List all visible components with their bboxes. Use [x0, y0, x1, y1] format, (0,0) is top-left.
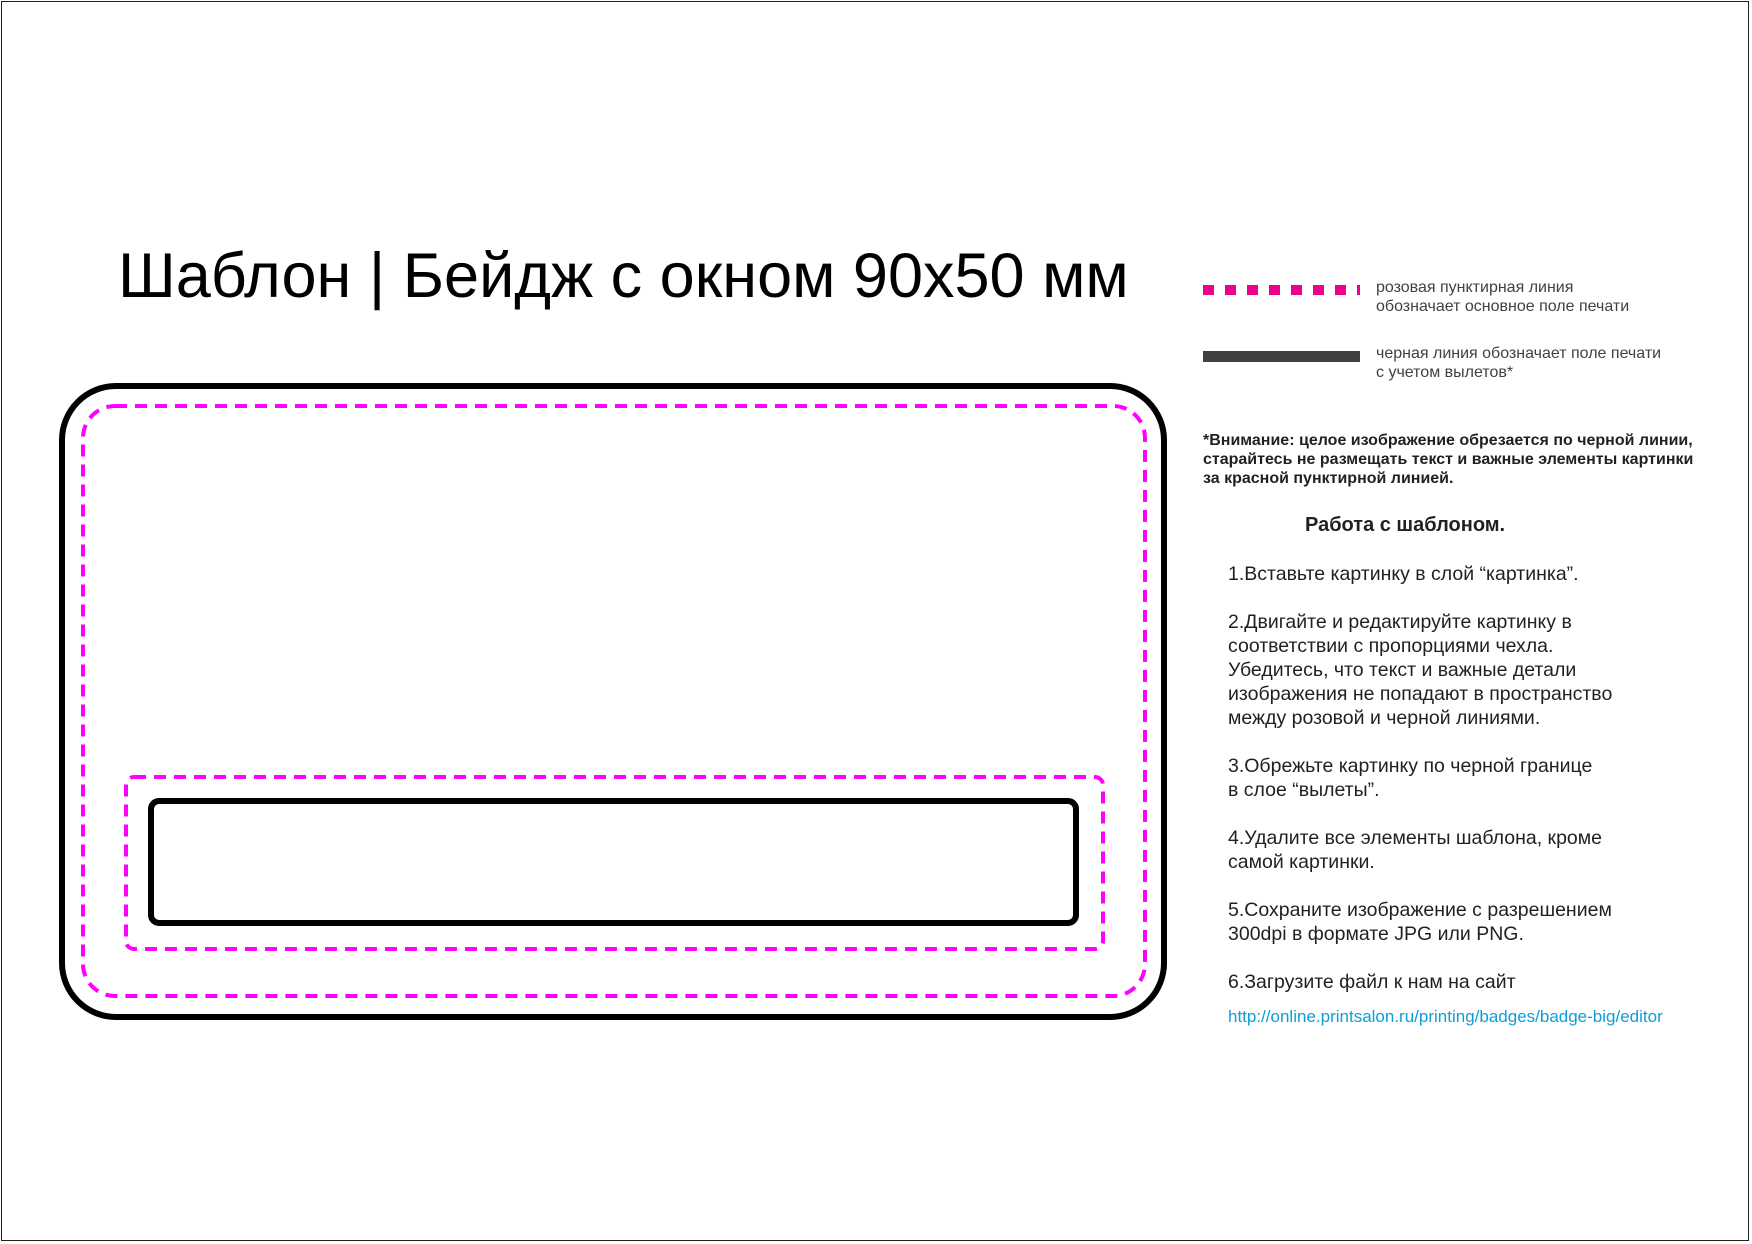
instruction-step: 2.Двигайте и редактируйте картинку в соо…	[1228, 611, 1613, 729]
instruction-step: 3.Обрежьте картинку по черной границе в …	[1228, 755, 1593, 801]
badge-bleed-outline	[59, 383, 1167, 1020]
instruction-step: 6.Загрузите файл к нам на сайт	[1228, 971, 1516, 993]
instructions-title: Работа с шаблоном.	[1305, 514, 1506, 536]
window-cut-outline	[148, 798, 1079, 926]
legend-black-line	[1203, 351, 1360, 362]
badge-print-area-outline	[81, 404, 1147, 998]
instruction-step: 5.Сохраните изображение с разрешением 30…	[1228, 899, 1612, 945]
legend-pink-description: розовая пунктирная линия обозначает осно…	[1376, 279, 1630, 315]
warning-note: *Внимание: целое изображение обрезается …	[1203, 432, 1694, 487]
legend-black-description: черная линия обозначает поле печати с уч…	[1376, 345, 1662, 381]
editor-link[interactable]: http://online.printsalon.ru/printing/bad…	[1228, 1007, 1663, 1026]
instructions-list: 1.Вставьте картинку в слой “картинка”. 2…	[1228, 562, 1698, 1018]
page-title: Шаблон | Бейдж с окном 90х50 мм	[118, 241, 1129, 311]
instruction-step: 4.Удалите все элементы шаблона, кроме са…	[1228, 827, 1603, 873]
legend-pink-dashed-line	[1203, 285, 1360, 295]
instruction-step: 1.Вставьте картинку в слой “картинка”.	[1228, 563, 1579, 585]
window-print-area-outline	[124, 775, 1105, 951]
